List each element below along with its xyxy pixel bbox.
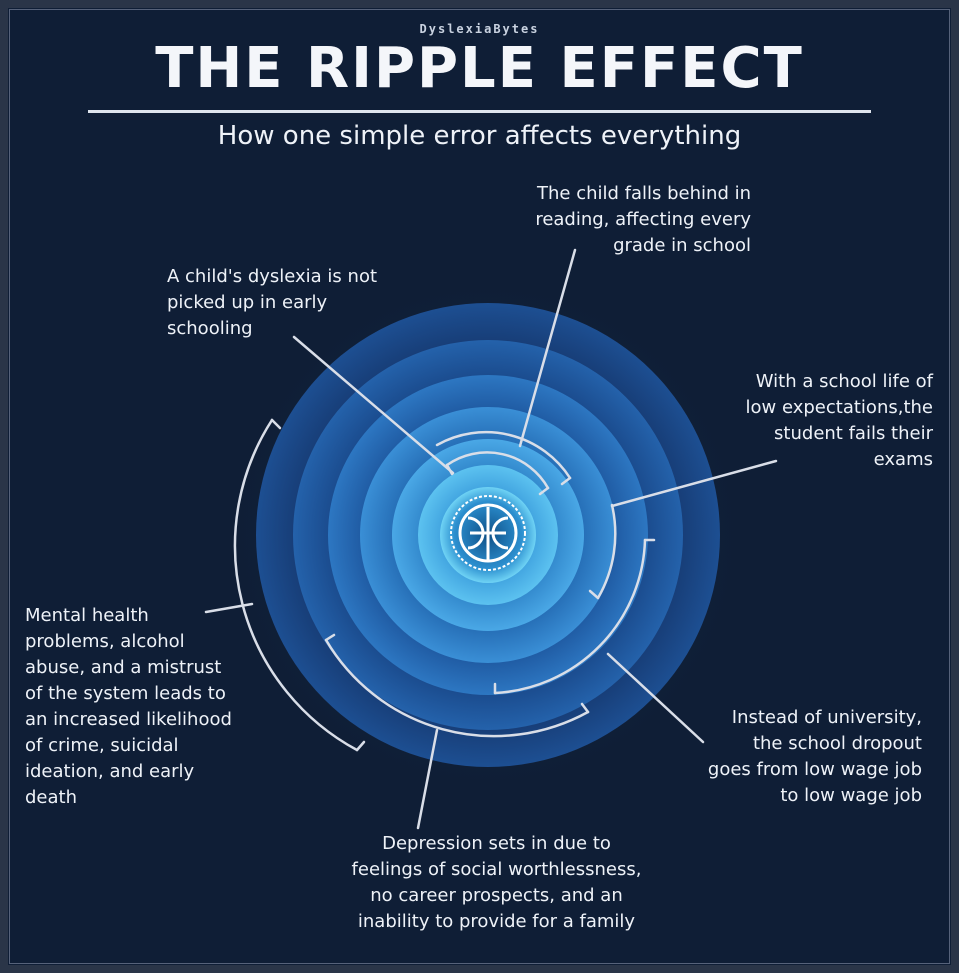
stage-1-note: A child's dyslexia is not picked up in e…: [167, 264, 377, 342]
stage-5-note: Depression sets in due to feelings of so…: [325, 831, 668, 935]
stage-3-note: With a school life of low expectations,t…: [690, 369, 933, 473]
stage-4-note: Instead of university, the school dropou…: [660, 705, 922, 809]
stage-6-note: Mental health problems, alcohol abuse, a…: [25, 603, 232, 811]
stage-2-note: The child falls behind in reading, affec…: [486, 181, 751, 259]
